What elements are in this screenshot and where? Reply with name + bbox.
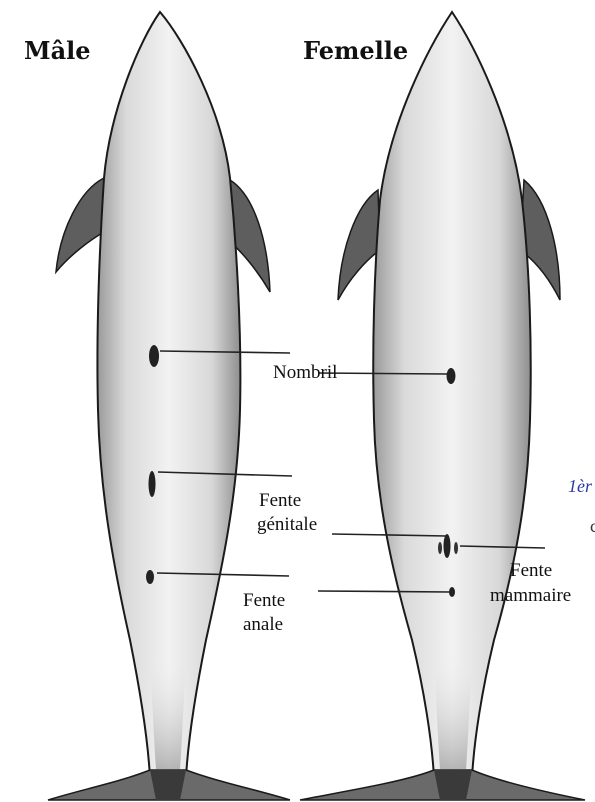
label-fente-genitale-2: génitale <box>257 514 317 536</box>
female-navel-mark <box>447 368 456 384</box>
male-left-flipper <box>56 178 104 272</box>
label-fente-mammaire-2: mammaire <box>490 585 571 607</box>
female-mammary-slit-right-mark <box>454 542 458 554</box>
label-fente-anale-2: anale <box>243 614 283 636</box>
male-dolphin <box>48 12 290 800</box>
label-nombril: Nombril <box>273 362 337 384</box>
label-fente-anale-1: Fente <box>243 590 285 612</box>
female-mammary-slit-left-mark <box>438 542 442 554</box>
male-title: Mâle <box>24 36 91 65</box>
leader-female-anal <box>318 591 450 592</box>
label-fente-genitale-1: Fente <box>259 490 301 512</box>
female-dolphin <box>300 12 585 800</box>
female-title: Femelle <box>303 36 408 65</box>
female-genital-slit-mark <box>444 534 451 558</box>
male-genital-slit-mark <box>149 471 156 497</box>
label-fente-mammaire-1: Fente <box>510 560 552 582</box>
stray-cut-text-2: c <box>590 516 595 537</box>
stray-cut-text-1: 1èr <box>568 476 592 497</box>
female-left-flipper <box>338 190 380 300</box>
male-navel-mark <box>149 345 159 367</box>
male-anal-slit-mark <box>146 570 154 584</box>
